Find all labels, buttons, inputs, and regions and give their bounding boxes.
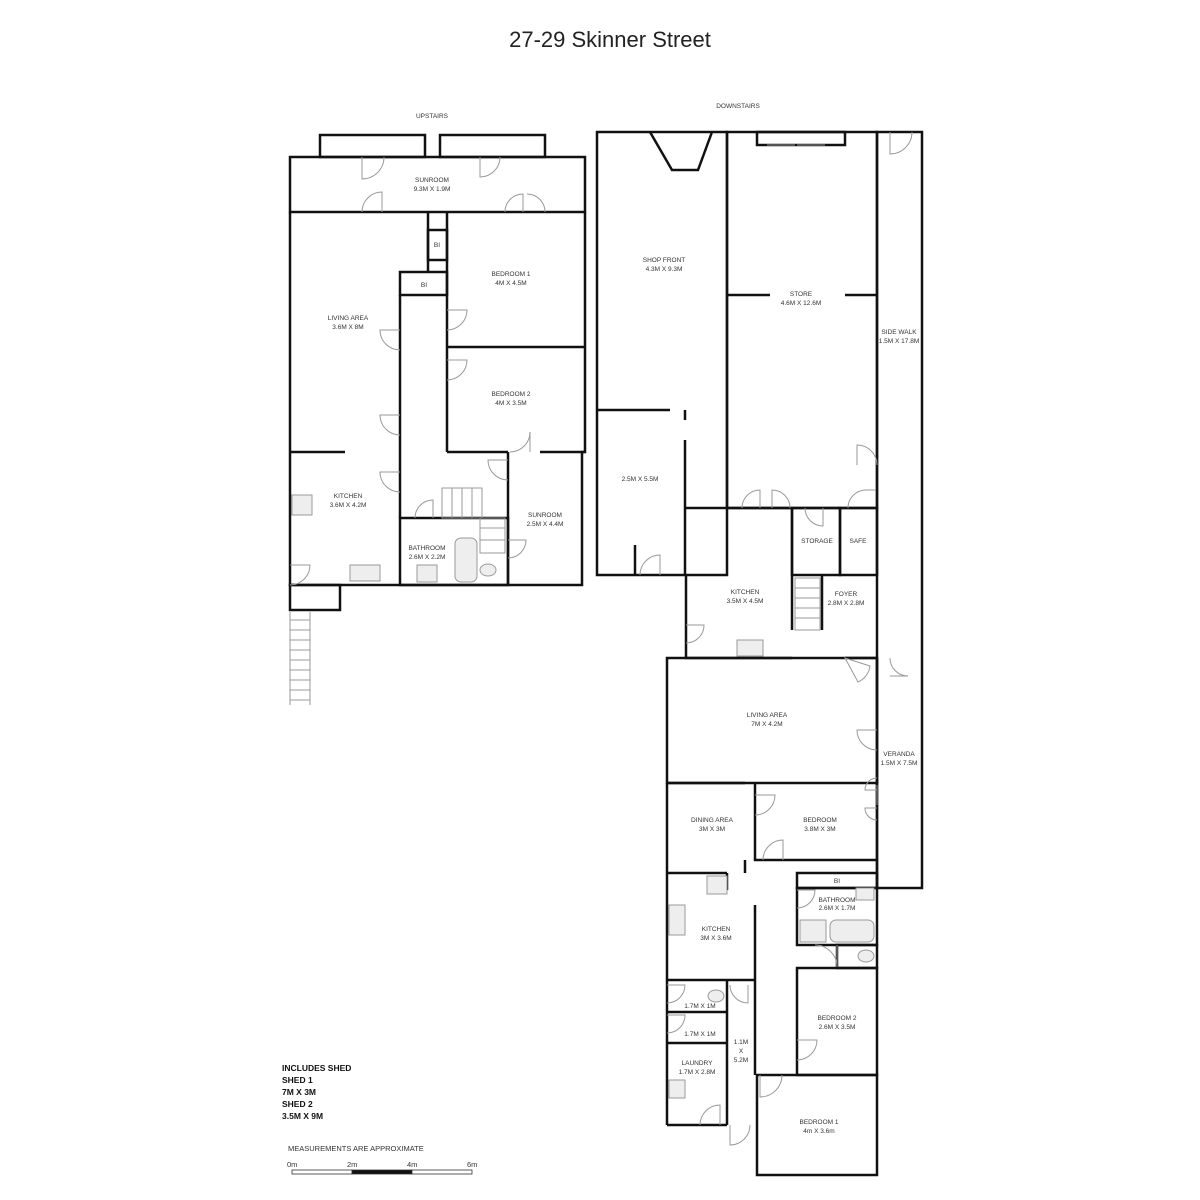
sink-icon xyxy=(736,639,764,657)
room-name: BEDROOM 1 xyxy=(491,271,530,278)
room-name: BEDROOM xyxy=(803,817,837,824)
room-name: SUNROOM xyxy=(415,177,449,184)
room-name: DINING AREA xyxy=(691,817,734,824)
room-size: 1.5M X 7.5M xyxy=(881,760,918,767)
room-name: BATHROOM xyxy=(408,545,445,552)
room-name: KITCHEN xyxy=(334,493,363,500)
shed-notes: INCLUDES SHED SHED 1 7M X 3M SHED 2 3.5M… xyxy=(282,1063,351,1121)
room-size: 3.5M X 4.5M xyxy=(727,598,764,605)
bi-label: BI xyxy=(434,242,440,249)
door-icons xyxy=(639,131,913,1146)
toilet-icon xyxy=(479,563,497,577)
hall-size: 1.1M xyxy=(734,1039,748,1046)
note-line: SHED 2 xyxy=(282,1099,313,1109)
room-name: LIVING AREA xyxy=(328,315,369,322)
room-name: VERANDA xyxy=(883,751,915,758)
tub-icon xyxy=(668,1079,686,1099)
room-name: BEDROOM 2 xyxy=(491,391,530,398)
upstairs-walls xyxy=(288,133,587,705)
plan-title: 27-29 Skinner Street xyxy=(509,27,711,52)
room-size: 3.8M X 3M xyxy=(804,826,835,833)
room-size: 2.6M X 1.7M xyxy=(819,905,856,912)
downstairs-walls xyxy=(595,130,924,1177)
room-name: SHOP FRONT xyxy=(643,257,686,264)
note-line: INCLUDES SHED xyxy=(282,1063,351,1073)
room-size: 2.5M X 4.4M xyxy=(527,521,564,528)
room-size: 3.6M X 4.2M xyxy=(330,502,367,509)
room-name: STORE xyxy=(790,291,813,298)
room-size: 2.6M X 2.2M xyxy=(409,554,446,561)
room-size: 3M X 3M xyxy=(699,826,725,833)
sink-icon xyxy=(349,564,381,582)
room-name: BEDROOM 1 xyxy=(799,1119,838,1126)
bi-label: BI xyxy=(834,878,840,885)
toilet-icon xyxy=(707,989,725,1003)
room-name: LAUNDRY xyxy=(682,1060,714,1067)
shower-icon xyxy=(799,919,827,943)
stove-icon xyxy=(291,494,313,516)
basin-icon xyxy=(416,564,438,583)
note-line: 7M X 3M xyxy=(282,1087,316,1097)
room-size: 4M X 3.5M xyxy=(495,400,526,407)
room-size: 3.6M X 8M xyxy=(332,324,363,331)
upstairs-labels: SUNROOM 9.3M X 1.9M LIVING AREA 3.6M X 8… xyxy=(328,177,564,561)
toilet-icon xyxy=(857,949,875,963)
room-name: SAFE xyxy=(850,538,868,545)
upstairs-label: UPSTAIRS xyxy=(416,113,449,120)
room-size: 1.7M X 1M xyxy=(684,1003,715,1010)
room-name: KITCHEN xyxy=(702,926,731,933)
room-name: KITCHEN xyxy=(731,589,760,596)
scale-label: 6m xyxy=(467,1160,477,1169)
sink-icon xyxy=(668,904,686,936)
room-name: BEDROOM 2 xyxy=(817,1015,856,1022)
note-line: 3.5M X 9M xyxy=(282,1111,323,1121)
hall-size: 5.2M xyxy=(734,1057,748,1064)
room-size: 4M X 4.5M xyxy=(495,280,526,287)
room-name: FOYER xyxy=(835,591,858,598)
bathtub-icon xyxy=(454,537,478,583)
room-size: 9.3M X 1.9M xyxy=(414,186,451,193)
room-size: 2.5M X 5.5M xyxy=(622,476,659,483)
basin-icon xyxy=(855,887,875,901)
room-size: 4.3M X 9.3M xyxy=(646,266,683,273)
hall-size: X xyxy=(739,1048,744,1055)
room-name: SIDE WALK xyxy=(881,329,917,336)
downstairs-labels: SHOP FRONT 4.3M X 9.3M STORE 4.6M X 12.6… xyxy=(622,257,920,1135)
bi-label: BI xyxy=(421,282,427,289)
room-size: 7M X 4.2M xyxy=(751,721,782,728)
room-size: 2.6M X 3.5M xyxy=(819,1024,856,1031)
room-size: 1.7M X 1M xyxy=(684,1031,715,1038)
room-name: BATHROOM xyxy=(818,897,855,904)
room-name: STORAGE xyxy=(801,538,833,545)
scale-bar: MEASUREMENTS ARE APPROXIMATE 0m 2m 4m 6m xyxy=(287,1144,477,1175)
room-size: 1.5M X 17.8M xyxy=(879,338,919,345)
stove-icon xyxy=(706,875,728,895)
downstairs-label: DOWNSTAIRS xyxy=(716,103,760,110)
scale-label: 0m xyxy=(287,1160,297,1169)
room-name: LIVING AREA xyxy=(747,712,788,719)
room-size: 4m X 3.6m xyxy=(803,1128,834,1135)
door-icons xyxy=(289,156,546,586)
scale-label: 2m xyxy=(347,1160,357,1169)
room-size: 3M X 3.6M xyxy=(700,935,731,942)
room-size: 4.6M X 12.6M xyxy=(781,300,821,307)
room-size: 2.8M X 2.8M xyxy=(828,600,865,607)
room-size: 1.7M X 2.8M xyxy=(679,1069,716,1076)
note-line: SHED 1 xyxy=(282,1075,313,1085)
measurements-note: MEASUREMENTS ARE APPROXIMATE xyxy=(288,1144,424,1153)
scale-label: 4m xyxy=(407,1160,417,1169)
room-name: SUNROOM xyxy=(528,512,562,519)
bathtub-icon xyxy=(829,919,875,943)
